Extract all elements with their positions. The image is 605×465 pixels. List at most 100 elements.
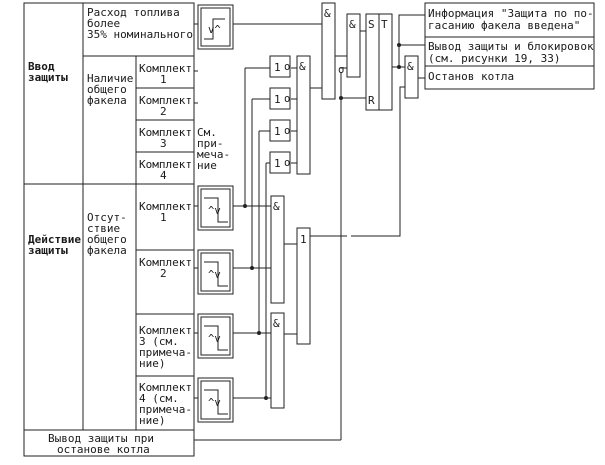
- trigger-r-label: R: [368, 94, 375, 107]
- and-gate-action-1: [270, 195, 285, 304]
- trigger-t-label: T: [381, 18, 388, 31]
- hysteresis-symbol: ^v: [208, 397, 221, 409]
- junction-dot: [250, 266, 254, 270]
- and-gate-set-label: &: [349, 18, 356, 31]
- and-gate-action-2: [270, 312, 285, 409]
- and-gate-enable-label: &: [324, 7, 331, 20]
- or-gate-action: [296, 227, 311, 345]
- and-gate-set: [346, 13, 361, 78]
- action-title-2: защиты: [28, 244, 68, 257]
- trigger-t-part: [378, 13, 393, 111]
- not-gate-4-invert: o: [284, 157, 290, 169]
- action-title-1: Действие: [28, 233, 81, 246]
- hysteresis-symbol: ^v: [208, 269, 221, 281]
- junction-dot: [397, 65, 401, 69]
- or-gate-action-label: 1: [300, 233, 307, 246]
- junction-dot: [257, 331, 261, 335]
- enable-set-4-num: 4: [160, 169, 167, 182]
- action-set-3-line4: ние): [139, 357, 166, 370]
- enable-title-2: защиты: [28, 71, 68, 84]
- junction-dot: [339, 96, 343, 100]
- junctions: [243, 43, 401, 400]
- bottom-label-2: останове котла: [57, 443, 150, 456]
- fuel-condition-3: 35% номинального: [87, 28, 193, 41]
- output-info-2: гасанию факела введена": [428, 19, 580, 32]
- output-disable-1: Вывод защиты и блокировок: [428, 40, 594, 53]
- enable-set-4-label: Комплект: [139, 158, 192, 171]
- hysteresis-symbol: ^v: [208, 205, 221, 217]
- bottom-label-1: Вывод защиты при: [48, 432, 154, 445]
- not-gate-1: [269, 55, 291, 78]
- not-gate-2-invert: o: [284, 93, 290, 105]
- note-4: ние: [197, 159, 217, 172]
- junction-dot: [397, 43, 401, 47]
- not-gate-1-invert: o: [284, 61, 290, 73]
- action-set-3-line3: примеча-: [139, 346, 192, 359]
- not-gate-1-label: 1: [274, 61, 281, 74]
- junction-dot: [264, 396, 268, 400]
- and-gate-output: [404, 55, 419, 99]
- enable-set-2-label: Комплект: [139, 94, 192, 107]
- flame-present-1: Наличие: [87, 72, 133, 85]
- enable-set-3-num: 3: [160, 137, 167, 150]
- action-set-3-line1: Комплект: [139, 324, 192, 337]
- table-text: Ввод защиты Расход топлива более 35% ном…: [28, 6, 230, 456]
- note-1: См.: [197, 126, 217, 139]
- action-set-4-line4: ние): [139, 414, 166, 427]
- action-set-4-line1: Комплект: [139, 381, 192, 394]
- action-set-1-label: Комплект: [139, 200, 192, 213]
- not-gate-4-label: 1: [274, 157, 281, 170]
- enable-set-1-num: 1: [160, 73, 167, 86]
- and-gate-action-1-label: &: [273, 200, 280, 213]
- fuel-condition-2: более: [87, 17, 120, 30]
- flame-present-3: факела: [87, 94, 127, 107]
- flame-sensor-block-3: ^v: [197, 313, 234, 359]
- and-gate-enable-sets-label: &: [299, 60, 306, 73]
- flame-absent-2: ствие: [87, 222, 120, 235]
- sensor-blocks: v^ ^v ^v ^v ^v: [197, 4, 234, 423]
- not-gate-3-label: 1: [274, 125, 281, 138]
- output-disable-2: (см. рисунки 19, 33): [428, 52, 560, 65]
- flame-absent-1: Отсут-: [87, 211, 127, 224]
- flame-sensor-block-1: ^v: [197, 185, 234, 231]
- action-set-2-label: Комплект: [139, 256, 192, 269]
- enable-set-2-num: 2: [160, 105, 167, 118]
- action-set-3-line2: 3 (см.: [139, 335, 179, 348]
- note-2: при-: [197, 137, 224, 150]
- enable-set-3-label: Комплект: [139, 126, 192, 139]
- table-outline: [23, 2, 195, 457]
- output-info-1: Информация "Защита по по-: [428, 7, 594, 20]
- enable-title-1: Ввод: [28, 60, 55, 73]
- not-gates: 1 o 1 o 1 o 1 o: [269, 55, 291, 174]
- not-gate-3-invert: o: [284, 125, 290, 137]
- action-set-1-num: 1: [160, 211, 167, 224]
- action-set-4-line2: 4 (см.: [139, 392, 179, 405]
- fuel-condition-1: Расход топлива: [87, 6, 180, 19]
- left-table: [23, 2, 195, 457]
- trigger-s-label: S: [368, 18, 375, 31]
- note-3: меча-: [197, 148, 230, 161]
- action-set-2-num: 2: [160, 267, 167, 280]
- enable-set-1-label: Комплект: [139, 62, 192, 75]
- flame-sensor-block-4: ^v: [197, 377, 234, 423]
- hysteresis-symbol: v^: [208, 24, 221, 36]
- outputs-outline: [424, 2, 595, 90]
- flame-sensor-block-2: ^v: [197, 249, 234, 295]
- wires: [194, 14, 425, 441]
- flame-absent-4: факела: [87, 244, 127, 257]
- and-gate-enable: [321, 2, 336, 100]
- output-boxes: Информация "Защита по по- гасанию факела…: [424, 2, 595, 90]
- and-gate-enable-sets: [296, 55, 311, 175]
- and-gate-set-invert: o: [338, 64, 344, 76]
- output-stop: Останов котла: [428, 70, 514, 83]
- action-set-4-line3: примеча-: [139, 403, 192, 416]
- junction-dot: [243, 204, 247, 208]
- hysteresis-symbol: ^v: [208, 333, 221, 345]
- fuel-threshold-block: v^: [197, 4, 234, 50]
- flame-present-2: общего: [87, 83, 127, 96]
- not-gate-2-label: 1: [274, 93, 281, 106]
- and-gate-action-2-label: &: [273, 317, 280, 330]
- and-gate-output-label: &: [407, 60, 414, 73]
- flame-absent-3: общего: [87, 233, 127, 246]
